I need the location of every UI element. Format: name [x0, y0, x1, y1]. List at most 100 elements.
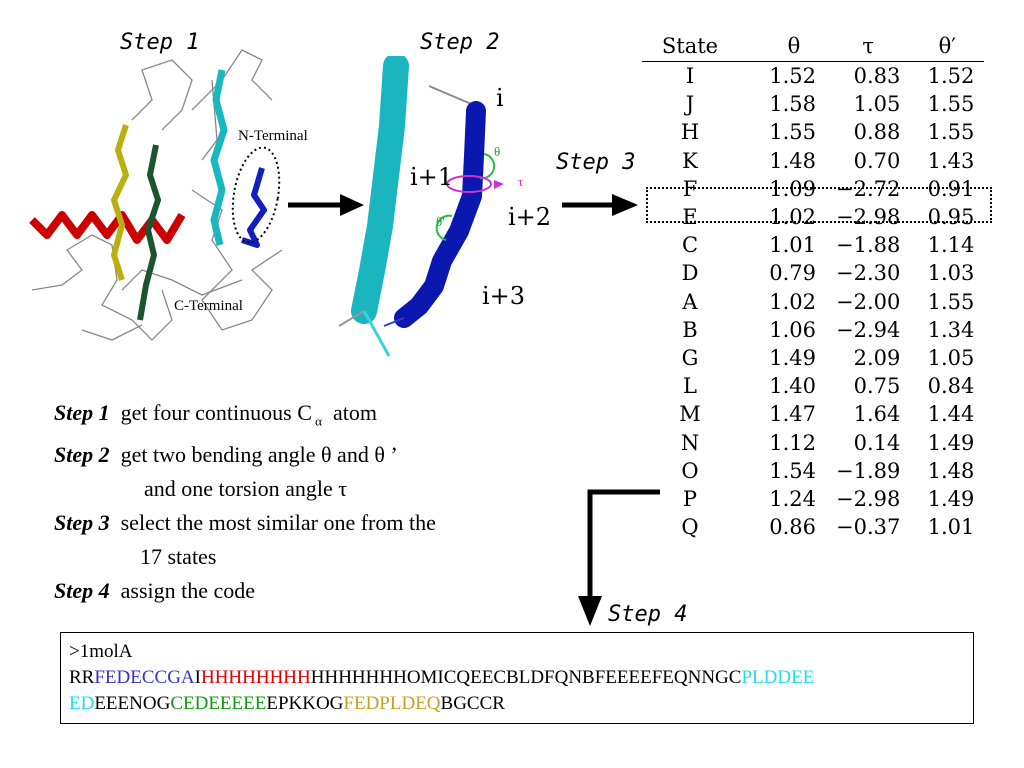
- theta-cell: 1.40: [769, 374, 816, 399]
- tau-cell: −2.98: [836, 205, 901, 230]
- theta-prime-cell: 1.14: [927, 233, 975, 258]
- blue-segment: [394, 101, 486, 328]
- sequence-box: >1molA RRFEDECCGAIHHHHHHHHHHHHHHHOMICQEE…: [60, 632, 974, 724]
- step4-desc-label: Step 4: [54, 578, 110, 604]
- arrow-step1-to-step2: [288, 194, 364, 216]
- state-cell: M: [679, 402, 701, 427]
- theta-prime-symbol: θ': [436, 214, 445, 229]
- state-cell: J: [685, 92, 695, 117]
- theta-prime-cell: 1.05: [927, 345, 975, 370]
- sequence-segment: EPKKOG: [266, 693, 344, 714]
- tau-cell: 0.88: [853, 120, 901, 145]
- step2-desc-text: get two bending angle θ and θ ’: [120, 442, 398, 468]
- state-cell: Q: [681, 515, 699, 540]
- tau-cell: 0.75: [853, 374, 901, 399]
- step1-desc-tail: atom: [332, 400, 377, 425]
- theta-cell: 1.54: [769, 458, 816, 483]
- sequence-segment: CEDEEEEE: [170, 693, 267, 714]
- tau-cell: −2.00: [836, 289, 901, 314]
- header-tau: τ: [826, 31, 911, 62]
- tau-rotation-ellipse: [446, 175, 492, 193]
- step4-title: Step 4: [608, 602, 688, 627]
- theta-cell: 1.02: [769, 205, 816, 230]
- theta-cell: 1.49: [769, 345, 816, 370]
- protein-structure-figure: [29, 49, 283, 341]
- step-description: Step 1 get four continuous C α atom Step…: [54, 396, 436, 608]
- theta-cell: 1.02: [769, 289, 816, 314]
- theta-prime-cell: 0.95: [927, 205, 975, 230]
- cyan-segment: [351, 56, 409, 324]
- header-theta-prime: θ′: [910, 31, 985, 62]
- step4-desc-text: assign the code: [120, 578, 256, 604]
- theta-prime-cell: 1.49: [927, 430, 975, 455]
- header-state: State: [642, 31, 738, 62]
- table-header-row: State θ τ θ′: [642, 31, 985, 62]
- theta-cell: 1.01: [769, 233, 816, 258]
- tau-cell: −0.37: [836, 515, 901, 540]
- label-i-plus-1: i+1: [410, 163, 454, 191]
- arrow-step2-to-step3: [562, 194, 638, 216]
- state-cell: L: [683, 374, 697, 399]
- state-cell: A: [682, 289, 698, 314]
- fragment-closeup-figure: [338, 56, 504, 357]
- theta-cell: 1.06: [769, 317, 816, 342]
- state-cell: E: [682, 205, 698, 230]
- theta-prime-arc: [435, 214, 453, 241]
- tau-cell: 1.64: [853, 402, 901, 427]
- step2-desc-label: Step 2: [54, 442, 110, 468]
- alpha-subscript: α: [315, 413, 322, 429]
- tau-cell: −1.89: [836, 458, 901, 483]
- theta-prime-cell: 1.34: [927, 317, 975, 342]
- red-strand: [29, 211, 186, 244]
- state-cell: B: [682, 317, 698, 342]
- step1-desc-text: get four continuous C: [120, 400, 312, 425]
- selected-state-highlight: [646, 187, 992, 223]
- theta-cell: 1.58: [769, 92, 816, 117]
- state-cell: I: [685, 64, 695, 89]
- yellow-strand: [111, 124, 129, 281]
- theta-cell: 1.52: [769, 64, 816, 89]
- cyan-strand: [210, 69, 228, 246]
- tau-cell: −2.98: [836, 486, 901, 511]
- sequence-segment: EEENOG: [94, 693, 171, 714]
- header-theta: θ: [738, 31, 826, 62]
- n-terminal-label: N-Terminal: [238, 128, 308, 144]
- tau-cell: 1.05: [853, 92, 901, 117]
- step2-title: Step 2: [420, 30, 500, 55]
- darkgreen-strand: [137, 144, 161, 321]
- tau-cell: 0.14: [853, 430, 901, 455]
- theta-symbol: θ: [494, 144, 501, 159]
- step3-desc-label: Step 3: [54, 510, 110, 536]
- tau-cell: −1.88: [836, 233, 901, 258]
- label-i: i: [496, 84, 504, 112]
- c-terminal-label: C-Terminal: [174, 298, 243, 314]
- sequence-segment: FEDPLDEQ: [343, 693, 441, 714]
- sequence-segment: ED: [69, 693, 95, 714]
- tau-cell: −2.30: [836, 261, 901, 286]
- sequence-segment: I: [194, 667, 201, 688]
- theta-cell: 1.24: [769, 486, 816, 511]
- step2-cont-line: and one torsion angle τ: [144, 476, 348, 502]
- state-cell: K: [682, 148, 698, 173]
- theta-prime-cell: 1.55: [927, 289, 975, 314]
- state-cell: H: [680, 120, 700, 145]
- theta-prime-cell: 1.48: [927, 458, 975, 483]
- arrow-step3-to-step4: [578, 489, 660, 626]
- sequence-header: >1molA: [69, 641, 133, 662]
- state-cell: N: [680, 430, 700, 455]
- step3-line: Step 3 select the most similar one from …: [54, 506, 436, 540]
- sequence-segment: FEDECCGA: [94, 667, 195, 688]
- tau-cell: 0.83: [853, 64, 901, 89]
- theta-cell: 1.55: [769, 120, 816, 145]
- sequence-segment: RR: [69, 667, 95, 688]
